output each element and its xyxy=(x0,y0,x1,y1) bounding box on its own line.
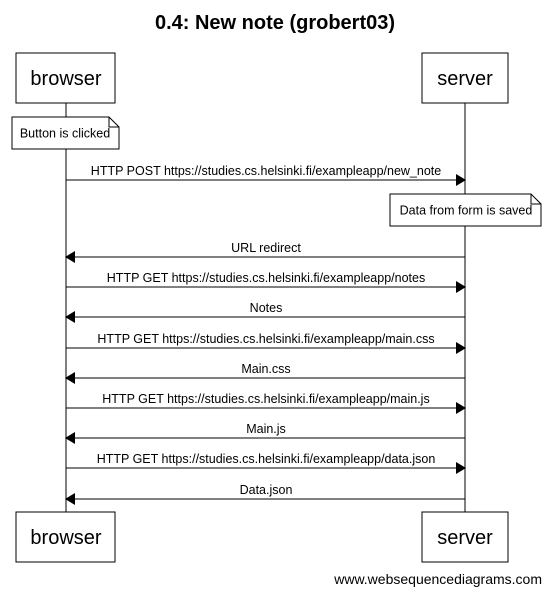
participant-label: browser xyxy=(30,527,101,549)
note-server: Data from form is saved xyxy=(389,193,542,227)
participant-label: server xyxy=(437,527,493,549)
message-label: Notes xyxy=(250,301,283,315)
message-label: HTTP POST https://studies.cs.helsinki.fi… xyxy=(91,164,441,178)
message-label: HTTP GET https://studies.cs.helsinki.fi/… xyxy=(102,392,429,406)
diagram-title: 0.4: New note (grobert03) xyxy=(155,12,395,34)
message-3: HTTP GET https://studies.cs.helsinki.fi/… xyxy=(66,271,466,293)
participant-label: server xyxy=(437,68,493,90)
participant-browser-top: browser xyxy=(15,52,116,104)
message-5: HTTP GET https://studies.cs.helsinki.fi/… xyxy=(66,332,466,354)
message-label: Main.css xyxy=(241,362,290,376)
message-label: HTTP GET https://studies.cs.helsinki.fi/… xyxy=(97,332,434,346)
message-label: Main.js xyxy=(246,422,286,436)
message-label: URL redirect xyxy=(231,241,301,255)
message-label: HTTP GET https://studies.cs.helsinki.fi/… xyxy=(97,452,436,466)
message-label: HTTP GET https://studies.cs.helsinki.fi/… xyxy=(107,271,425,285)
message-1: HTTP POST https://studies.cs.helsinki.fi… xyxy=(66,164,466,186)
message-4: Notes xyxy=(65,301,465,323)
note-browser: Button is clicked xyxy=(11,116,120,150)
message-10: Data.json xyxy=(65,483,465,505)
message-label: Data.json xyxy=(240,483,293,497)
message-8: Main.js xyxy=(65,422,465,444)
participant-server-bottom: server xyxy=(421,511,509,563)
note-text: Button is clicked xyxy=(20,127,110,141)
note-text: Data from form is saved xyxy=(400,204,533,218)
participant-server-top: server xyxy=(421,52,509,104)
message-2: URL redirect xyxy=(65,241,465,263)
message-6: Main.css xyxy=(65,362,465,384)
watermark-text: www.websequencediagrams.com xyxy=(333,571,542,587)
message-9: HTTP GET https://studies.cs.helsinki.fi/… xyxy=(66,452,466,474)
participant-browser-bottom: browser xyxy=(15,511,116,563)
participant-label: browser xyxy=(30,68,101,90)
message-7: HTTP GET https://studies.cs.helsinki.fi/… xyxy=(66,392,466,414)
